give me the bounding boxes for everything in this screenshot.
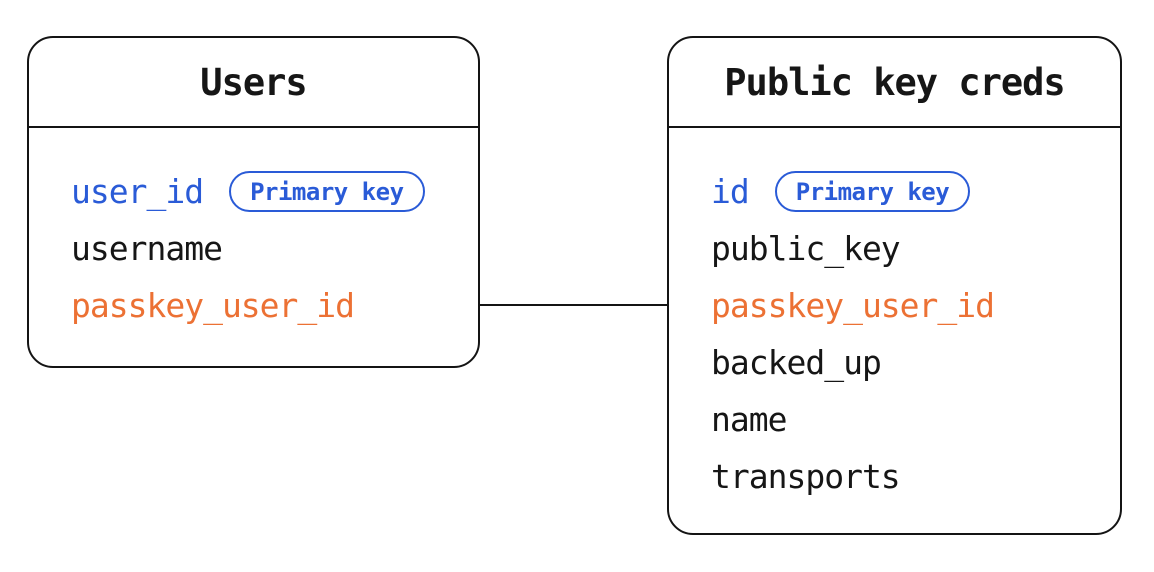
field-row: backed_up	[711, 334, 1100, 391]
primary-key-badge: Primary key	[774, 171, 971, 212]
field-row: id Primary key	[711, 163, 1100, 220]
field-name: id	[711, 172, 750, 211]
field-row: passkey_user_id	[711, 277, 1100, 334]
field-name: user_id	[71, 172, 204, 211]
table-public-key-creds: Public key creds id Primary key public_k…	[667, 36, 1122, 535]
field-name: passkey_user_id	[711, 286, 995, 325]
table-users-title: Users	[29, 38, 478, 128]
field-name: transports	[711, 457, 901, 496]
field-name: name	[711, 400, 787, 439]
relationship-line	[479, 304, 668, 306]
table-public-key-creds-title: Public key creds	[669, 38, 1120, 128]
field-row: username	[71, 220, 458, 277]
primary-key-badge: Primary key	[229, 171, 425, 212]
field-row: transports	[711, 448, 1100, 505]
field-name: passkey_user_id	[71, 286, 355, 325]
table-users-fields: user_id Primary key username passkey_use…	[29, 128, 478, 334]
field-name: public_key	[711, 229, 901, 268]
field-row: public_key	[711, 220, 1100, 277]
table-users: Users user_id Primary key username passk…	[27, 36, 480, 368]
table-public-key-creds-fields: id Primary key public_key passkey_user_i…	[669, 128, 1120, 505]
field-row: user_id Primary key	[71, 163, 458, 220]
field-row: name	[711, 391, 1100, 448]
field-name: backed_up	[711, 343, 882, 382]
field-row: passkey_user_id	[71, 277, 458, 334]
field-name: username	[71, 229, 223, 268]
